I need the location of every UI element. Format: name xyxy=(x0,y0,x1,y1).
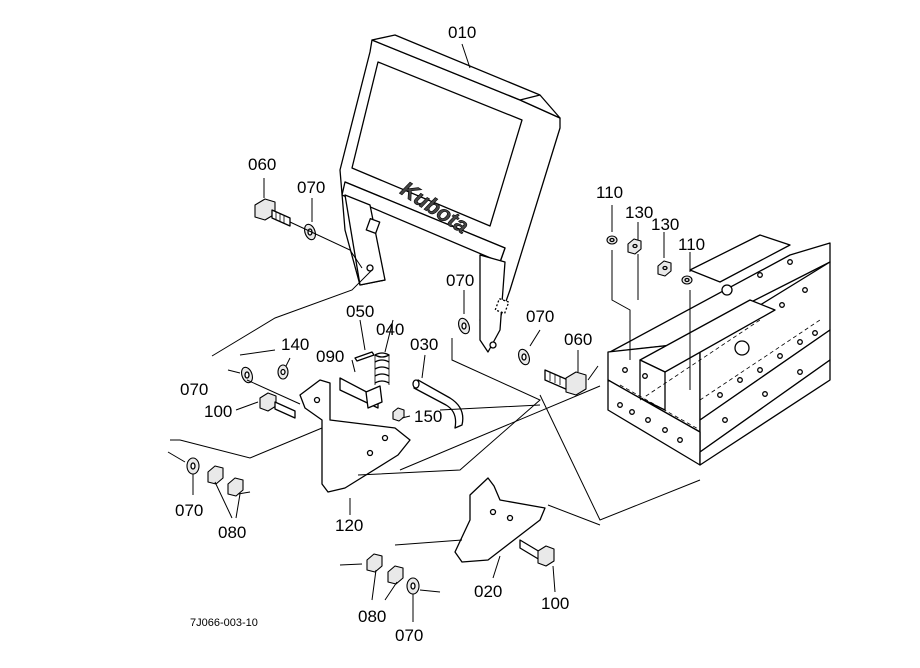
right-bracket xyxy=(454,477,555,567)
right-bolt-assembly xyxy=(458,317,587,396)
front-bumper: Kubota xyxy=(339,34,561,353)
main-frame xyxy=(607,234,831,466)
left-nut-set xyxy=(186,457,244,497)
leader-lines xyxy=(167,43,701,622)
figure-id: 7J066-003-10 xyxy=(190,617,258,629)
callout-040: 040 xyxy=(376,320,404,339)
callout-070: 070 xyxy=(395,626,423,645)
callout-070: 070 xyxy=(180,380,208,399)
callout-130: 130 xyxy=(625,203,653,222)
callout-130: 130 xyxy=(651,215,679,234)
callout-070: 070 xyxy=(526,307,554,326)
callout-100: 100 xyxy=(541,594,569,613)
callout-010: 010 xyxy=(448,23,476,42)
callout-070: 070 xyxy=(446,271,474,290)
callout-020: 020 xyxy=(474,582,502,601)
callout-050: 050 xyxy=(346,302,374,321)
callout-110: 110 xyxy=(596,183,623,202)
callout-030: 030 xyxy=(410,335,438,354)
callout-070: 070 xyxy=(297,178,325,197)
callout-080: 080 xyxy=(358,607,386,626)
callout-110: 110 xyxy=(678,235,705,254)
left-bracket xyxy=(299,379,411,493)
left-bolt-assembly xyxy=(254,198,316,241)
hitch-assembly xyxy=(241,351,464,429)
callout-080: 080 xyxy=(218,523,246,542)
callout-100: 100 xyxy=(204,402,232,421)
callout-140: 140 xyxy=(281,335,309,354)
frame-fasteners xyxy=(606,235,693,285)
callout-120: 120 xyxy=(335,516,363,535)
callout-090: 090 xyxy=(316,347,344,366)
callout-150: 150 xyxy=(414,407,442,426)
callout-060: 060 xyxy=(564,330,592,349)
callout-070: 070 xyxy=(175,501,203,520)
bottom-nut-set xyxy=(366,553,420,595)
callout-060: 060 xyxy=(248,155,276,174)
callout-labels: 010 060 070 110 130 130 110 070 050 040 … xyxy=(175,23,705,645)
